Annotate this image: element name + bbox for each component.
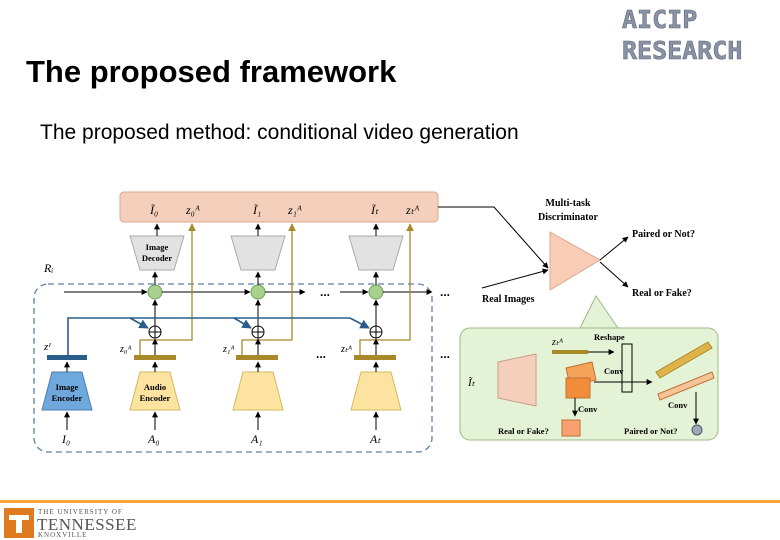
discriminator-label-line1: Multi-task [546, 198, 591, 209]
audio-latent-bar-t [354, 355, 396, 360]
image-latent-bar [47, 355, 87, 360]
inset-audio-feature [655, 341, 713, 379]
label-z0a-top: z₀ᴬ [185, 203, 200, 217]
inset-real-fake-output [561, 419, 581, 437]
label-i0: I₀ [61, 432, 70, 446]
framework-diagram: Ĩ₀ z₀ᴬ Ĩ₁ z₁ᴬ Ĩₜ zₜᴬ Rᵢ Image Decoder ..… [33, 191, 719, 453]
ellipsis-h2: ... [440, 285, 450, 299]
discriminator-label-line2: Discriminator [538, 212, 599, 223]
ellipsis-h4: ... [440, 347, 450, 361]
image-decoder-label-line1: Image [146, 242, 169, 252]
image-decoder-label-line2: Decoder [142, 253, 172, 263]
multitask-discriminator [549, 231, 601, 291]
footer-rule [0, 500, 780, 503]
audio-encoder-label-line2: Encoder [140, 393, 171, 403]
label-it-tilde: Ĩₜ [370, 203, 379, 217]
inset-conv2: Conv [578, 404, 598, 414]
audio-encoder-t [350, 371, 402, 411]
label-a0: A₀ [147, 432, 160, 446]
aicip-research-logo: AICIP RESEARCH [622, 5, 743, 66]
inset-paired-or-not: Paired or Not? [624, 426, 678, 436]
inset-conv3: Conv [668, 400, 688, 410]
inset-conv1: Conv [604, 366, 624, 376]
inset-it: Ĩₜ [467, 377, 476, 389]
label-z1a-top: z₁ᴬ [287, 203, 302, 217]
logo-line1: AICIP [622, 5, 697, 34]
recurrent-region [33, 283, 433, 453]
slide-title: The proposed framework [26, 54, 397, 89]
inset-real-or-fake: Real or Fake? [498, 426, 549, 436]
label-at: Aₜ [369, 432, 381, 446]
real-images-label: Real Images [482, 294, 535, 305]
label-zi: zᴵ [43, 341, 51, 353]
label-a1: A₁ [250, 432, 263, 446]
logo-line2: RESEARCH [622, 36, 742, 65]
hidden-state-0 [147, 284, 163, 300]
image-decoder-1 [230, 235, 286, 271]
label-zta-top: zₜᴬ [405, 203, 419, 217]
image-decoder-t [348, 235, 404, 271]
label-rt: Rᵢ [43, 261, 53, 275]
paired-or-not-label: Paired or Not? [632, 229, 695, 240]
footer-tennessee: TENNESSEE [37, 515, 137, 534]
label-z0a: z₀ᴬ [119, 344, 132, 355]
inset-reshape: Reshape [594, 332, 625, 342]
footer-university-of: THE UNIVERSITY OF [38, 508, 123, 516]
audio-encoder-label-line1: Audio [144, 382, 166, 392]
audio-latent-bar-1 [236, 355, 278, 360]
audio-latent-bar-0 [134, 355, 176, 360]
slide-subtitle: The proposed method: conditional video g… [40, 121, 519, 144]
ellipsis-h1: ... [320, 285, 330, 299]
label-zta: zₜᴬ [340, 344, 353, 355]
inset-fused-feature [657, 371, 715, 401]
label-z1a: z₁ᴬ [222, 344, 235, 355]
audio-encoder-1 [232, 371, 284, 411]
image-encoder-label-line2: Encoder [52, 393, 83, 403]
output-bar [119, 191, 439, 223]
label-i0-tilde: Ĩ₀ [149, 203, 158, 217]
footer-knoxville: KNOXVILLE [38, 531, 88, 539]
image-encoder-label-line1: Image [56, 382, 79, 392]
label-i1-tilde: Ĩ₁ [252, 203, 261, 217]
hidden-state-t [368, 284, 384, 300]
ellipsis-h3: ... [316, 347, 326, 361]
power-t-logo [4, 508, 34, 538]
audio-encoder-0 [129, 371, 181, 411]
inset-image-encoder [497, 353, 537, 407]
real-or-fake-label: Real or Fake? [632, 288, 692, 299]
hidden-state-1 [250, 284, 266, 300]
image-encoder [41, 371, 93, 411]
inset-paired-output [691, 424, 703, 436]
image-decoder-0 [129, 235, 185, 271]
inset-zta: zₜᴬ [551, 337, 564, 348]
